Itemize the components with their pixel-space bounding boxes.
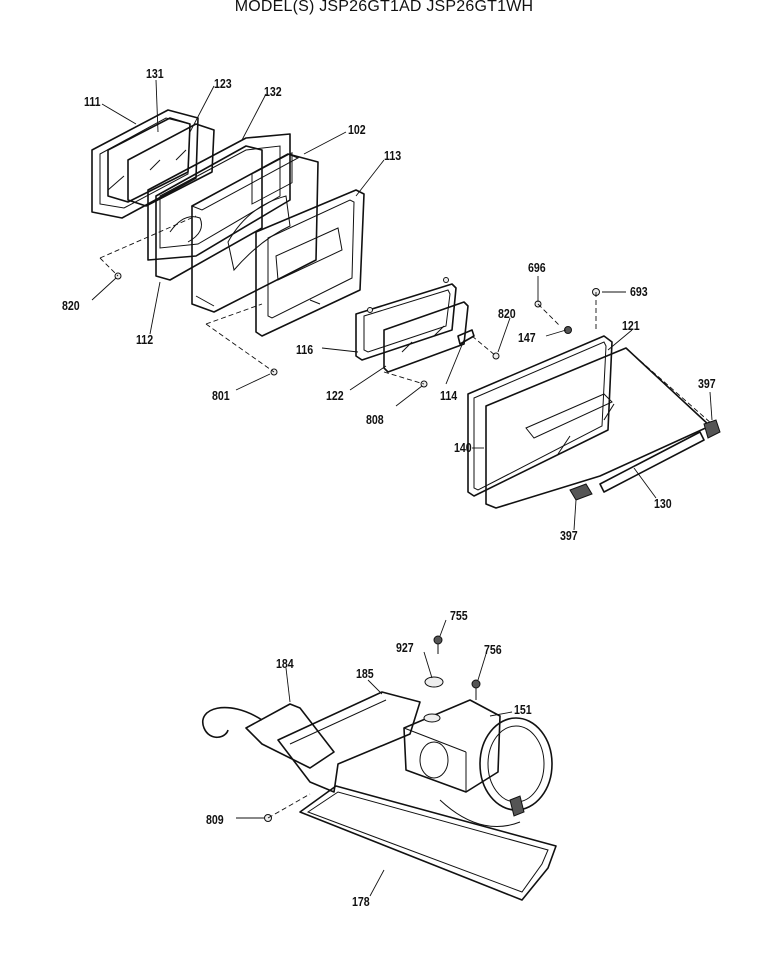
callout-696: 696 — [528, 261, 546, 275]
callout-147: 147 — [518, 331, 536, 345]
callout-397-top: 397 — [698, 377, 716, 391]
glass-frame-116 — [355, 277, 457, 361]
callout-927: 927 — [396, 641, 414, 655]
callout-116: 116 — [296, 343, 314, 357]
door-glass-121 — [485, 347, 711, 509]
motor-151 — [403, 699, 553, 817]
callout-184: 184 — [276, 657, 294, 671]
callout-397-bottom: 397 — [560, 529, 578, 543]
leader-lines — [91, 79, 713, 897]
wire-hook-184 — [201, 703, 335, 769]
callout-801: 801 — [212, 389, 230, 403]
handle-130-caps-397 — [569, 419, 721, 501]
door-liner-112 — [155, 145, 263, 281]
callout-185: 185 — [356, 667, 374, 681]
callout-151: 151 — [514, 703, 532, 717]
oven-cavity-102 — [190, 151, 319, 313]
callout-112: 112 — [136, 333, 153, 347]
callout-808: 808 — [366, 413, 384, 427]
callout-755: 755 — [450, 609, 468, 623]
callout-102: 102 — [348, 123, 366, 137]
model-title: MODEL(S) JSP26GT1AD JSP26GT1WH — [234, 0, 534, 15]
callout-132: 132 — [264, 85, 282, 99]
callout-131: 131 — [146, 67, 164, 81]
window-glass-122 — [383, 301, 469, 373]
hardware-755-927-756 — [423, 635, 481, 723]
callout-756: 756 — [484, 643, 502, 657]
door-frame-132 — [147, 133, 291, 261]
callout-693: 693 — [630, 285, 648, 299]
callout-121: 121 — [622, 319, 640, 333]
bracket-185 — [277, 691, 421, 793]
base-plate-178 — [299, 785, 557, 901]
door-inner-frame-111 — [91, 109, 199, 219]
callout-114: 114 — [440, 389, 458, 403]
callout-178: 178 — [352, 895, 370, 909]
outer-door-140 — [467, 335, 613, 497]
door-panel-113 — [255, 189, 365, 337]
glass-panel-123 — [127, 123, 215, 207]
callout-820-right: 820 — [498, 307, 516, 321]
screws-820-801 — [114, 272, 278, 376]
callout-820-left: 820 — [62, 299, 80, 313]
door-glass-131 — [107, 117, 191, 203]
callout-111: 111 — [84, 95, 101, 109]
callout-809: 809 — [206, 813, 224, 827]
callout-140: 140 — [454, 441, 472, 455]
callout-123: 123 — [214, 77, 232, 91]
callout-122: 122 — [326, 389, 344, 403]
callout-130: 130 — [654, 497, 672, 511]
clip-114-screw-820 — [420, 329, 500, 388]
callout-113: 113 — [384, 149, 402, 163]
